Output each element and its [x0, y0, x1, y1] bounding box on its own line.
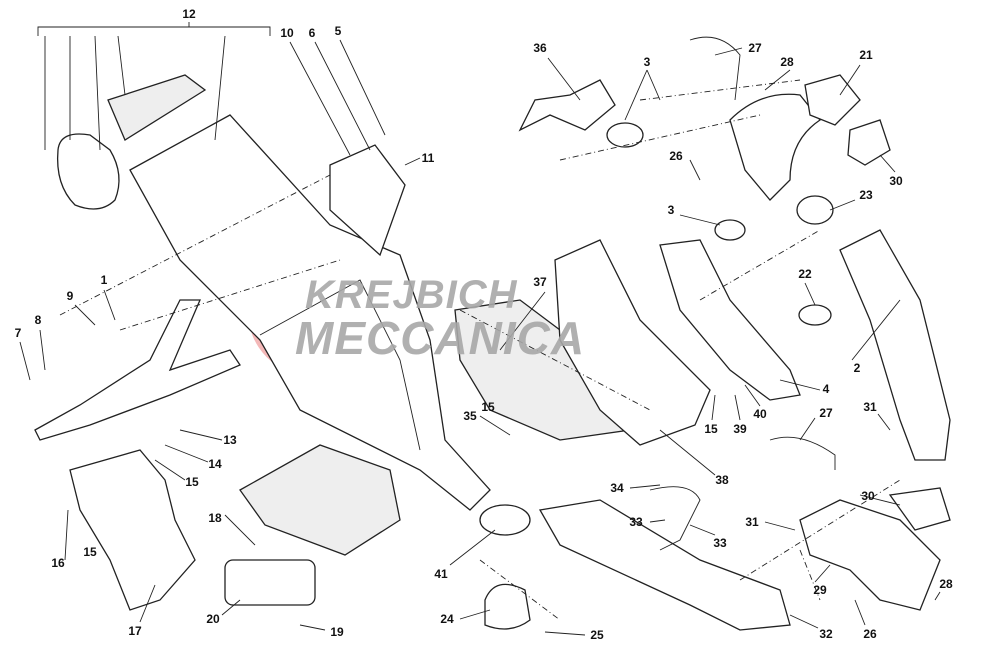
callout-28: 28	[939, 577, 953, 591]
watermark-line2: MECCANICA	[295, 312, 586, 364]
callout-26: 26	[669, 149, 683, 163]
callout-37: 37	[533, 275, 547, 289]
exhaust-pipe-32	[538, 499, 791, 631]
actuator-bracket	[239, 444, 401, 556]
heat-shield-small	[107, 74, 207, 141]
servo-motor	[224, 559, 316, 606]
heat-shield-36	[518, 79, 616, 132]
flange-gasket-21	[804, 74, 861, 126]
callout-8: 8	[34, 313, 42, 327]
callout-14: 14	[208, 457, 222, 471]
callout-27: 27	[819, 406, 833, 420]
lambda-sensor-27-top	[689, 36, 741, 101]
callout-33: 33	[629, 515, 643, 529]
callout-27: 27	[748, 41, 762, 55]
callout-15: 15	[704, 422, 718, 436]
gasket-30	[847, 119, 891, 166]
callout-3: 3	[643, 55, 651, 69]
callout-26: 26	[863, 627, 877, 641]
heat-shield-24	[484, 583, 531, 630]
watermark-line1: KREJBICH	[305, 273, 518, 317]
callout-22: 22	[798, 267, 812, 281]
callout-36: 36	[533, 41, 547, 55]
callout-1: 1	[100, 273, 108, 287]
callout-4: 4	[822, 382, 830, 396]
callout-15: 15	[83, 545, 97, 559]
callout-12: 12	[182, 7, 196, 21]
callout-10: 10	[280, 26, 294, 40]
callout-2: 2	[853, 361, 861, 375]
callout-28: 28	[780, 55, 794, 69]
callout-5: 5	[334, 24, 342, 38]
callout-23: 23	[859, 188, 873, 202]
clamp-41	[479, 504, 531, 536]
heel-guard	[69, 449, 196, 611]
exhaust-pipe-29	[799, 499, 941, 611]
callout-20: 20	[206, 612, 220, 626]
silencer-end-cap	[56, 133, 120, 210]
group-bracket-12	[37, 26, 271, 36]
callout-9: 9	[66, 289, 74, 303]
callout-29: 29	[813, 583, 827, 597]
clamp-23	[796, 195, 834, 225]
callout-32: 32	[819, 627, 833, 641]
exhaust-pipe-2	[839, 229, 951, 461]
callout-17: 17	[128, 624, 142, 638]
footrest-bracket	[34, 299, 241, 441]
callout-16: 16	[51, 556, 65, 570]
callout-38: 38	[715, 473, 729, 487]
heat-shield-38	[554, 239, 711, 446]
clamp-22	[798, 304, 832, 326]
callout-31: 31	[745, 515, 759, 529]
lambda-sensor-27	[769, 436, 836, 470]
callout-11: 11	[421, 151, 435, 165]
callout-24: 24	[440, 612, 454, 626]
callout-3: 3	[667, 203, 675, 217]
callout-33: 33	[713, 536, 727, 550]
exhaust-elbow	[729, 93, 821, 201]
callout-39: 39	[733, 422, 747, 436]
clamp-3-top	[606, 122, 644, 148]
callout-41: 41	[434, 567, 448, 581]
clamp-3	[714, 219, 746, 241]
watermark: KREJBICH MECCANICA	[295, 273, 585, 361]
lambda-sensor-34	[649, 486, 701, 551]
callout-35: 35	[463, 409, 477, 423]
callout-30: 30	[889, 174, 903, 188]
silencer	[129, 114, 491, 511]
callout-18: 18	[208, 511, 222, 525]
heat-shield-4	[659, 239, 801, 401]
callout-6: 6	[308, 26, 316, 40]
gasket-30-lower	[888, 487, 951, 531]
callout-7: 7	[14, 326, 22, 340]
callout-25: 25	[590, 628, 604, 642]
callout-31: 31	[863, 400, 877, 414]
callout-13: 13	[223, 433, 237, 447]
mounting-bracket	[329, 144, 406, 257]
callout-30: 30	[861, 489, 875, 503]
callout-34: 34	[610, 481, 624, 495]
callout-21: 21	[859, 48, 873, 62]
callout-19: 19	[330, 625, 344, 639]
callout-40: 40	[753, 407, 767, 421]
callout-15: 15	[185, 475, 199, 489]
callout-15: 15	[481, 400, 495, 414]
